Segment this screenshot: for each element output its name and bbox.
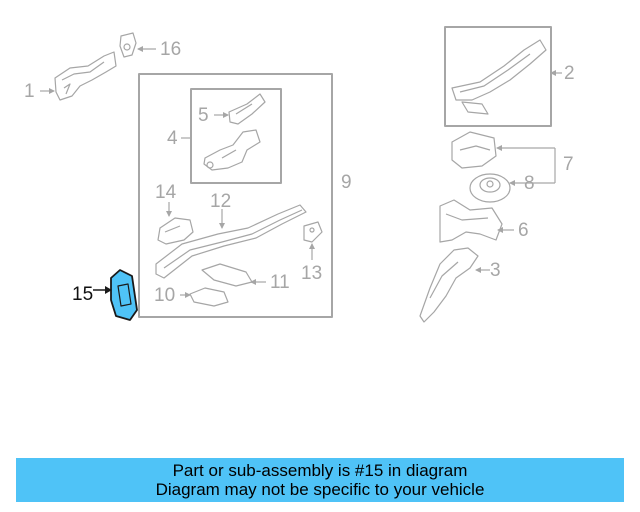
part-8[interactable] [469, 173, 511, 203]
arrow-head-15 [105, 286, 112, 294]
callout-4[interactable]: 4 [167, 128, 178, 149]
callout-7[interactable]: 7 [563, 154, 574, 175]
part-6[interactable] [439, 199, 503, 243]
arrow-head [497, 227, 503, 233]
arrow-head [250, 279, 256, 285]
callout-8[interactable]: 8 [524, 173, 535, 194]
group-box-2 [444, 26, 552, 127]
arrow-head [475, 267, 481, 273]
group-box-9 [138, 73, 333, 318]
group-box-4 [190, 88, 282, 184]
arrow-head [49, 88, 55, 94]
callout-2[interactable]: 2 [564, 63, 575, 84]
callout-3[interactable]: 3 [490, 260, 501, 281]
part-16[interactable] [119, 32, 137, 58]
callout-5[interactable]: 5 [198, 105, 209, 126]
arrow-head [219, 223, 225, 229]
callout-15[interactable]: 15 [72, 284, 94, 305]
callout-6[interactable]: 6 [518, 220, 529, 241]
parts-diagram [40, 26, 562, 323]
part-1[interactable] [54, 51, 117, 101]
part-7[interactable] [451, 131, 497, 169]
arrow-head [509, 180, 515, 186]
banner-line-2: Diagram may not be specific to your vehi… [155, 480, 485, 499]
part-14[interactable] [157, 217, 194, 245]
arrow-head [550, 70, 556, 76]
part-4[interactable] [203, 129, 261, 171]
banner-line-1: Part or sub-assembly is #15 in diagram [172, 461, 468, 480]
arrow-head [496, 145, 502, 151]
part-10[interactable] [189, 287, 229, 307]
arrow-head [309, 243, 315, 249]
part-2[interactable] [451, 39, 547, 115]
callout-11[interactable]: 11 [270, 272, 290, 293]
arrow-head [166, 211, 172, 217]
arrow-head [137, 46, 143, 52]
part-3[interactable] [419, 247, 479, 323]
part-13[interactable] [303, 221, 323, 243]
arrow-head [223, 112, 229, 118]
arrow-head [185, 292, 191, 298]
part-15-highlighted[interactable] [110, 269, 138, 321]
callout-10[interactable]: 10 [154, 285, 176, 306]
callout-1[interactable]: 1 [24, 81, 35, 102]
part-12[interactable] [155, 204, 307, 279]
callout-12[interactable]: 12 [210, 191, 232, 212]
part-11[interactable] [201, 263, 253, 287]
callout-14[interactable]: 14 [155, 182, 177, 203]
callout-16[interactable]: 16 [160, 39, 182, 60]
info-banner: Part or sub-assembly is #15 in diagram D… [16, 458, 624, 502]
callout-13[interactable]: 13 [301, 263, 323, 284]
callout-9[interactable]: 9 [341, 172, 352, 193]
part-5[interactable] [228, 93, 266, 125]
